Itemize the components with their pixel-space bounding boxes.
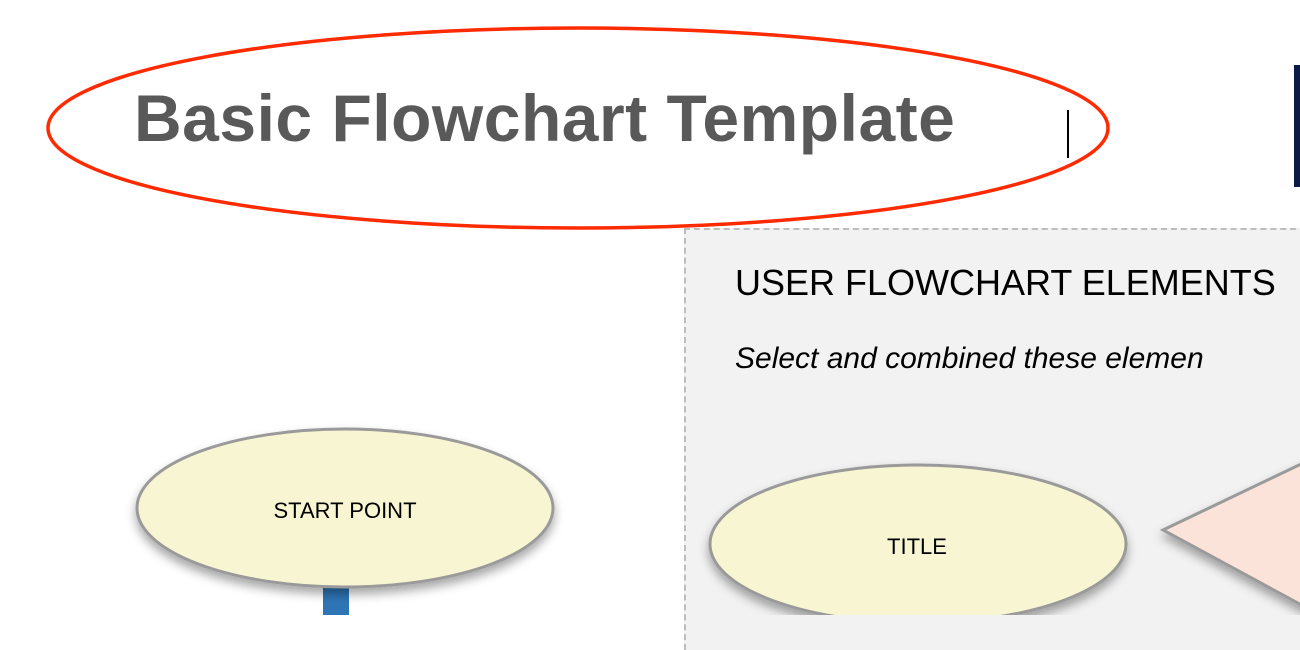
connector-line[interactable]: [323, 588, 349, 615]
panel-heading: USER FLOWCHART ELEMENTS: [735, 262, 1276, 303]
decision-diamond-shape[interactable]: [1159, 455, 1300, 615]
panel-subtitle: Select and combined these elemen: [735, 342, 1204, 375]
page-title[interactable]: Basic Flowchart Template: [134, 81, 956, 155]
text-cursor: [1067, 110, 1069, 158]
navy-banner-edge: [1294, 65, 1300, 187]
start-point-shape[interactable]: [135, 427, 555, 589]
title-shape[interactable]: [708, 463, 1128, 615]
canvas-shapes: [46, 26, 1300, 615]
start-point-label: START POINT: [273, 498, 417, 523]
highlight-ellipse: [46, 26, 1110, 230]
title-shape-label: TITLE: [887, 534, 947, 559]
